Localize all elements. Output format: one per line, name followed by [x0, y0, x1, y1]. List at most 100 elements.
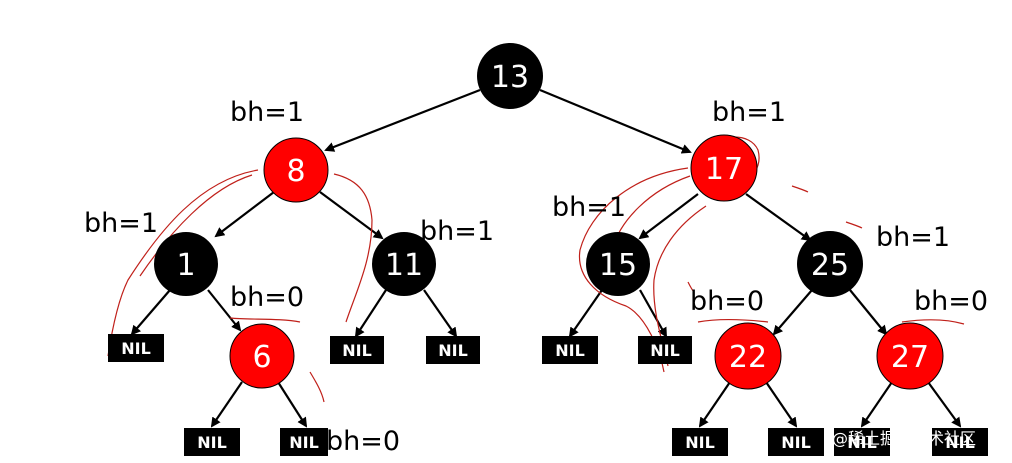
- node-25: 25: [797, 231, 863, 297]
- node-17-label: 17: [705, 152, 743, 187]
- black-height-labels: bh=1 bh=1 bh=1 bh=1 bh=1 bh=1 bh=0 bh=0 …: [84, 97, 988, 457]
- nil-label: NIL: [438, 341, 468, 360]
- edge-8-1: [214, 191, 275, 238]
- edge-15-nil-left: [568, 289, 603, 338]
- node-17-circle: [690, 134, 758, 202]
- bh-label-17: bh=1: [712, 97, 786, 128]
- bh-label-nil-6-right: bh=0: [326, 426, 400, 457]
- nil-6-right: NIL: [280, 428, 328, 456]
- node-1-circle: [154, 232, 218, 296]
- edge-27-nil-left: [860, 381, 893, 428]
- edge-22-nil-left: [698, 381, 731, 428]
- node-1: 1: [154, 232, 218, 296]
- nil-box: [280, 428, 328, 456]
- node-8-label: 8: [286, 154, 305, 189]
- node-6-circle: [229, 323, 295, 389]
- edge-11-nil-right: [423, 289, 458, 338]
- nil-box: [672, 428, 728, 456]
- node-13-circle: [477, 43, 543, 109]
- nil-box: [542, 336, 598, 364]
- edge-13-8: [324, 88, 481, 152]
- node-25-label: 25: [811, 248, 849, 283]
- node-27-circle: [876, 322, 944, 390]
- watermark-text: @稀土掘金技术社区: [832, 429, 976, 448]
- nil-box: [768, 428, 824, 456]
- scribble-8-11: [333, 173, 373, 323]
- edge-11-nil-left: [354, 289, 387, 338]
- nil-label: NIL: [555, 341, 585, 360]
- node-15-circle: [586, 232, 650, 296]
- node-8: 8: [263, 137, 329, 203]
- edge-22-nil-right: [765, 381, 798, 428]
- edge-6-nil-left: [210, 381, 243, 428]
- scribble-22-underline: [697, 319, 769, 323]
- nil-label: NIL: [847, 433, 877, 452]
- nil-label: NIL: [342, 341, 372, 360]
- edge-17-15: [638, 193, 699, 240]
- node-27: 27: [876, 322, 944, 390]
- scribble-6-underline: [229, 317, 301, 323]
- nil-box: [330, 336, 384, 364]
- node-22-circle: [714, 322, 782, 390]
- nil-15-right: NIL: [638, 336, 692, 364]
- node-22-label: 22: [729, 340, 767, 375]
- nil-box: [638, 336, 692, 364]
- bh-label-8: bh=1: [230, 97, 304, 128]
- nil-label: NIL: [781, 433, 811, 452]
- nil-6-left: NIL: [184, 428, 240, 456]
- edge-25-27: [849, 289, 888, 336]
- bh-label-22: bh=0: [690, 286, 764, 317]
- node-11-circle: [372, 232, 436, 296]
- scribble-left-arc-2: [139, 174, 253, 277]
- node-8-circle: [263, 137, 329, 203]
- nil-label: NIL: [685, 433, 715, 452]
- node-1-label: 1: [176, 248, 195, 283]
- nil-box: [834, 428, 890, 456]
- nil-label: NIL: [197, 433, 227, 452]
- nil-label: NIL: [945, 433, 975, 452]
- nil-box: [426, 336, 480, 364]
- nil-label: NIL: [650, 341, 680, 360]
- nil-label: NIL: [289, 433, 319, 452]
- bh-label-25: bh=1: [876, 222, 950, 253]
- node-13-label: 13: [491, 60, 529, 95]
- nil-label: NIL: [121, 339, 151, 358]
- node-6: 6: [229, 323, 295, 389]
- scribble-15-arc: [578, 167, 689, 373]
- tree-edges: [130, 88, 962, 428]
- bh-label-1: bh=1: [84, 208, 158, 239]
- node-13: 13: [477, 43, 543, 109]
- edge-13-17: [539, 88, 692, 154]
- nil-box: [932, 428, 988, 456]
- node-11-label: 11: [385, 248, 423, 283]
- nil-27-left: NIL: [834, 428, 890, 456]
- nil-1-left: NIL: [108, 334, 164, 362]
- node-6-label: 6: [252, 340, 271, 375]
- nil-11-left: NIL: [330, 336, 384, 364]
- scribble-27-underline: [901, 319, 965, 325]
- node-27-label: 27: [891, 340, 929, 375]
- scribble-25-dash: [791, 185, 809, 193]
- bh-label-27: bh=0: [914, 286, 988, 317]
- bh-label-11: bh=1: [420, 216, 494, 247]
- node-15-label: 15: [599, 248, 637, 283]
- edge-27-nil-right: [927, 381, 962, 428]
- nil-22-right: NIL: [768, 428, 824, 456]
- edge-8-11: [319, 191, 384, 240]
- edge-1-6: [207, 289, 242, 332]
- edge-1-nil: [130, 289, 171, 336]
- edge-6-nil-right: [277, 381, 308, 428]
- scribble-left-arc: [107, 169, 259, 357]
- scribble-6-right: [309, 371, 325, 403]
- nil-22-left: NIL: [672, 428, 728, 456]
- edge-15-nil-right: [639, 289, 667, 338]
- node-22: 22: [714, 322, 782, 390]
- edge-17-25: [745, 193, 812, 242]
- bh-label-6: bh=0: [230, 282, 304, 313]
- nil-27-right: NIL: [932, 428, 988, 456]
- nil-box: [184, 428, 240, 456]
- node-11: 11: [372, 232, 436, 296]
- nil-box: [108, 334, 164, 362]
- scribble-25-dash-2: [845, 221, 863, 229]
- node-15: 15: [586, 232, 650, 296]
